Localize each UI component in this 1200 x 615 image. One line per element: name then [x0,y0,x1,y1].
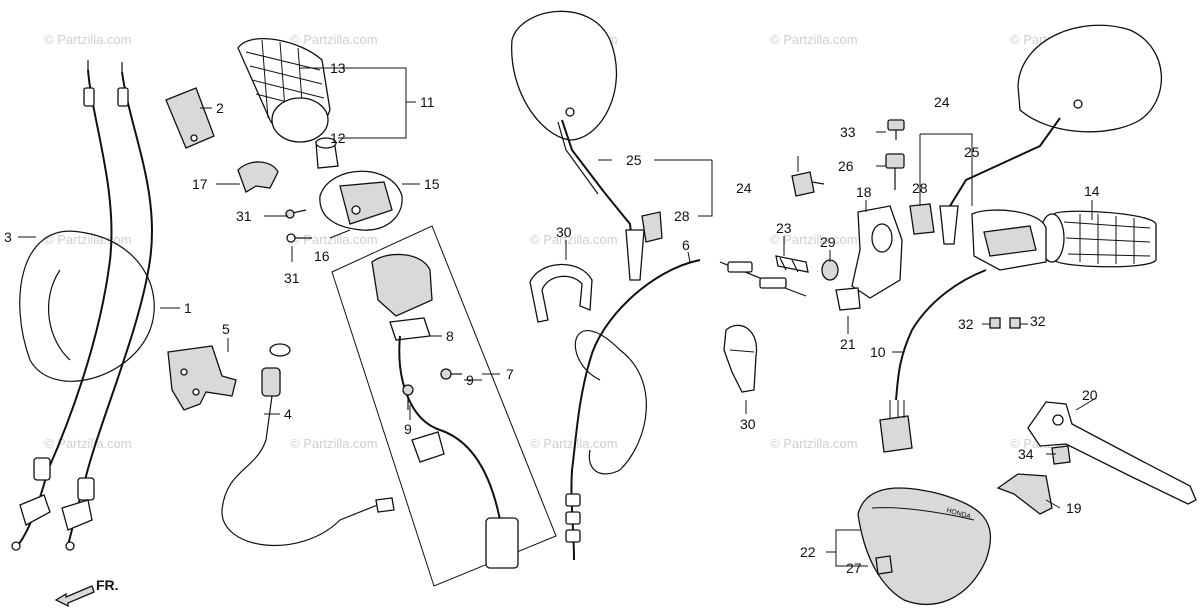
callout-15: 15 [424,176,440,192]
switch-assembly-box [331,225,557,587]
right-grip-part [1039,210,1157,268]
watermark: © Partzilla.com [44,232,132,247]
lever-bracket-18 [851,205,903,299]
callout-30a: 30 [556,224,572,240]
callout-34: 34 [1018,446,1034,462]
throttle-cables [11,60,154,551]
watermark: © Partzilla.com [44,436,132,451]
callout-10: 10 [870,344,886,360]
watermark: © Partzilla.com [530,232,618,247]
callout-17: 17 [192,176,208,192]
washer-29 [821,259,839,281]
bolt-26 [885,153,905,190]
callout-11: 11 [420,94,435,110]
callout-6: 6 [682,237,690,253]
leader-lines [18,67,1097,567]
callout-28b: 28 [912,180,928,196]
callout-31b: 31 [284,270,300,286]
watermark: © Partzilla.com [44,32,132,47]
callout-31a: 31 [236,208,252,224]
callout-26: 26 [838,158,854,174]
pivot-bolt-23 [775,255,809,273]
callout-27: 27 [846,560,862,576]
brake-lever-part [1027,401,1197,505]
callout-25a: 25 [626,152,642,168]
screw-31b [286,233,312,243]
callout-16: 16 [314,248,330,264]
screw-31a [285,209,307,219]
callout-8: 8 [446,328,454,344]
callout-32b: 32 [1030,313,1046,329]
front-direction-arrow: FR. [54,577,119,608]
nut-27 [875,555,893,575]
watermark: © Partzilla.com [770,436,858,451]
watermarks: © Partzilla.com © Partzilla.com © Partzi… [44,32,1098,451]
bolt-35 [791,171,825,197]
watermark: © Partzilla.com [290,436,378,451]
callout-9b: 9 [404,421,412,437]
callout-9a: 9 [466,372,474,388]
callout-24b: 24 [934,94,950,110]
callout-30b: 30 [740,416,756,432]
clamp-21 [835,287,861,311]
watermark: © Partzilla.com [290,232,378,247]
callouts: 1 2 3 4 5 6 7 8 9 9 10 11 12 13 14 15 16… [4,60,1100,576]
choke-cable-part [221,343,395,547]
clamp-part-17 [237,161,279,193]
callout-3: 3 [4,229,12,245]
watermark: © Partzilla.com [770,232,858,247]
callout-1: 1 [184,300,192,316]
callout-19: 19 [1066,500,1082,516]
callout-20: 20 [1082,387,1098,403]
callout-4: 4 [284,406,292,422]
callout-13: 13 [330,60,346,76]
nut-34 [1051,445,1071,465]
callout-23: 23 [776,220,792,236]
callout-28a: 28 [674,208,690,224]
callout-33: 33 [840,124,856,140]
screws-32 [989,317,1021,329]
screw-33 [887,119,905,140]
callout-18: 18 [856,184,872,200]
nut-28-right [909,203,935,235]
lever-tip-19 [996,473,1053,515]
callout-21: 21 [840,336,856,352]
callout-5: 5 [222,321,230,337]
callout-32a: 32 [958,316,974,332]
hand-guard-part: HONDA [857,487,991,606]
callout-29: 29 [820,234,836,250]
mirror-left-part [511,10,663,281]
bracket-part [167,345,237,411]
switch-housing-part [319,170,403,231]
callout-7: 7 [506,366,514,382]
throttle-grip-part [237,37,339,169]
callout-2: 2 [216,100,224,116]
callout-14: 14 [1084,183,1100,199]
callout-22: 22 [800,544,816,560]
direction-label: FR. [96,577,119,593]
watermark: © Partzilla.com [530,436,618,451]
callout-25b: 25 [964,144,980,160]
grip-end-part [165,87,215,149]
watermark: © Partzilla.com [770,32,858,47]
clutch-cable-part [565,259,807,561]
right-switch-part [879,209,1047,453]
callout-24a: 24 [736,180,752,196]
callout-12: 12 [330,130,346,146]
watermark: © Partzilla.com [290,32,378,47]
cable-loop [19,230,155,382]
mirror-right-part [939,24,1162,245]
cable-clamp-30b [723,324,758,393]
cable-clamp-30a [529,263,593,323]
